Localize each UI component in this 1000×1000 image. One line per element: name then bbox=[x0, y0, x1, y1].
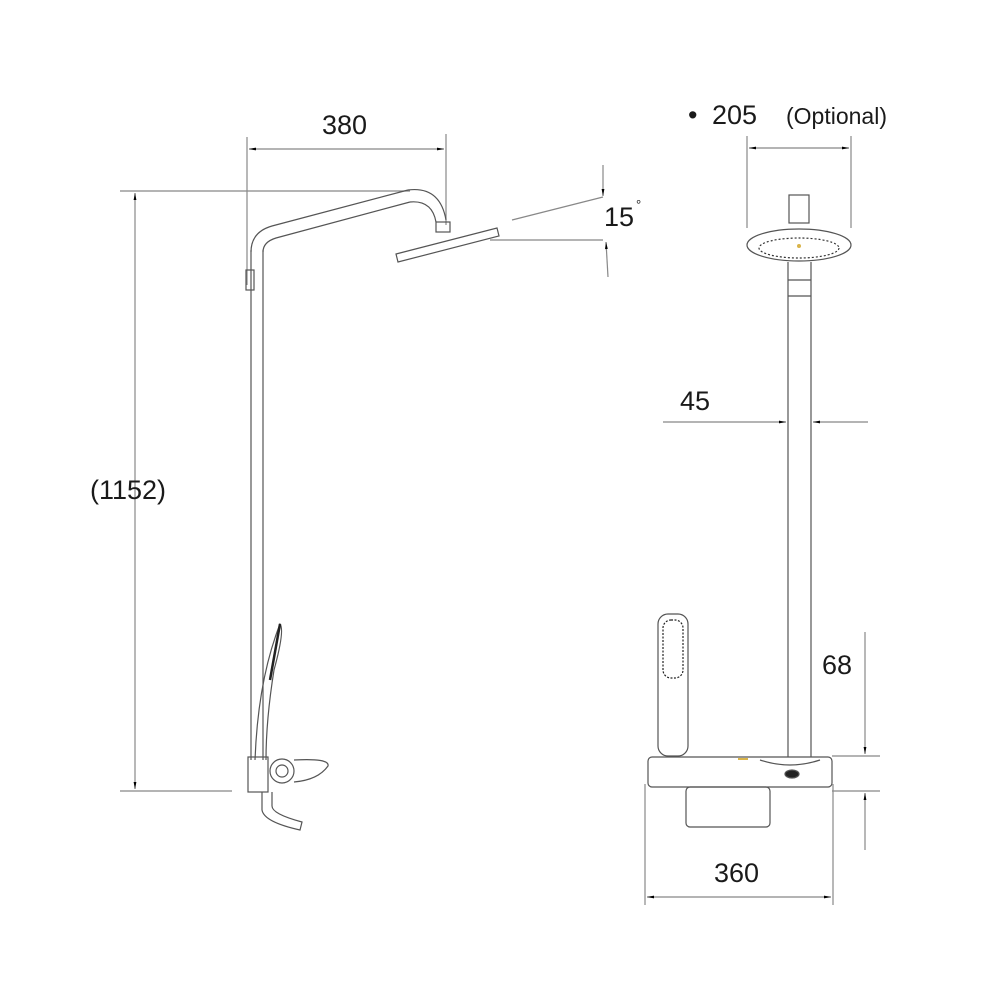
front-riser-pipe bbox=[787, 262, 812, 757]
label-overall-height: (1152) bbox=[90, 475, 167, 505]
front-mixer bbox=[647, 756, 833, 828]
label-mixer-width: 360 bbox=[714, 858, 760, 888]
label-head-diameter: 205 bbox=[712, 100, 758, 130]
wall-bracket bbox=[245, 269, 255, 291]
label-tilt-angle: 15 bbox=[604, 202, 635, 232]
label-optional-note: (Optional) bbox=[786, 103, 887, 129]
side-mixer bbox=[247, 756, 329, 831]
dimension-68 bbox=[832, 632, 880, 850]
side-hand-shower bbox=[254, 622, 283, 761]
side-shower-head bbox=[395, 221, 500, 263]
front-view bbox=[644, 136, 880, 905]
label-mixer-height: 68 bbox=[822, 650, 853, 680]
front-hand-shower bbox=[657, 613, 689, 757]
dimension-1152 bbox=[120, 190, 410, 792]
label-pipe-diameter: 45 bbox=[680, 386, 711, 416]
dimension-205 bbox=[746, 136, 852, 228]
side-riser-pipe bbox=[245, 188, 447, 760]
side-view bbox=[120, 134, 609, 831]
label-degree-symbol: ° bbox=[636, 197, 642, 212]
dimension-380 bbox=[246, 134, 447, 285]
dimension-15-angle bbox=[490, 165, 609, 278]
label-bullet: • bbox=[688, 100, 698, 130]
dimension-360 bbox=[644, 784, 834, 905]
label-arm-reach: 380 bbox=[322, 110, 368, 140]
front-shower-head bbox=[746, 194, 852, 262]
